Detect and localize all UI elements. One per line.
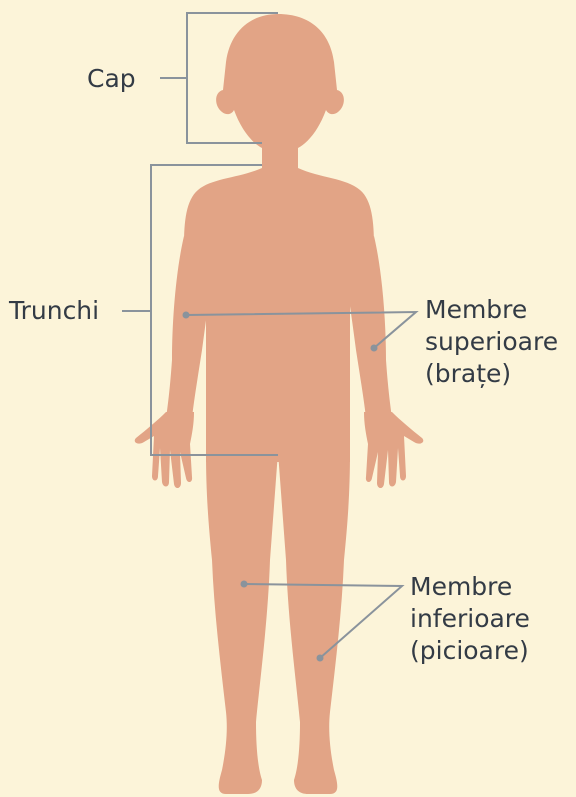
trunk-label: Trunchi: [9, 295, 99, 327]
lower-limbs-label: Membre inferioare (picioare): [410, 571, 530, 667]
head-label: Cap: [87, 63, 136, 95]
left-hand-shape: [135, 412, 194, 488]
right-leg-shape: [278, 452, 350, 794]
right-arm-shape: [344, 236, 392, 418]
lower-limbs-label-line-2: inferioare: [410, 603, 530, 635]
upper-limbs-label: Membre superioare (brațe): [425, 294, 558, 390]
lower-limbs-label-line-1: Membre: [410, 571, 530, 603]
upper-limbs-label-line-1: Membre: [425, 294, 558, 326]
head-shape: [216, 14, 344, 176]
arm-dot-right: [371, 345, 378, 352]
arm-dot-left: [183, 312, 190, 319]
right-hand-shape: [364, 412, 423, 488]
upper-limbs-label-line-2: superioare: [425, 326, 558, 358]
upper-limbs-label-line-3: (brațe): [425, 358, 558, 390]
child-body-silhouette: [135, 14, 424, 794]
trunk-label-text: Trunchi: [9, 295, 99, 327]
head-label-text: Cap: [87, 63, 136, 95]
lower-limbs-label-line-3: (picioare): [410, 635, 530, 667]
leg-dot-right: [317, 655, 324, 662]
leg-dot-left: [241, 581, 248, 588]
left-leg-shape: [206, 452, 278, 794]
